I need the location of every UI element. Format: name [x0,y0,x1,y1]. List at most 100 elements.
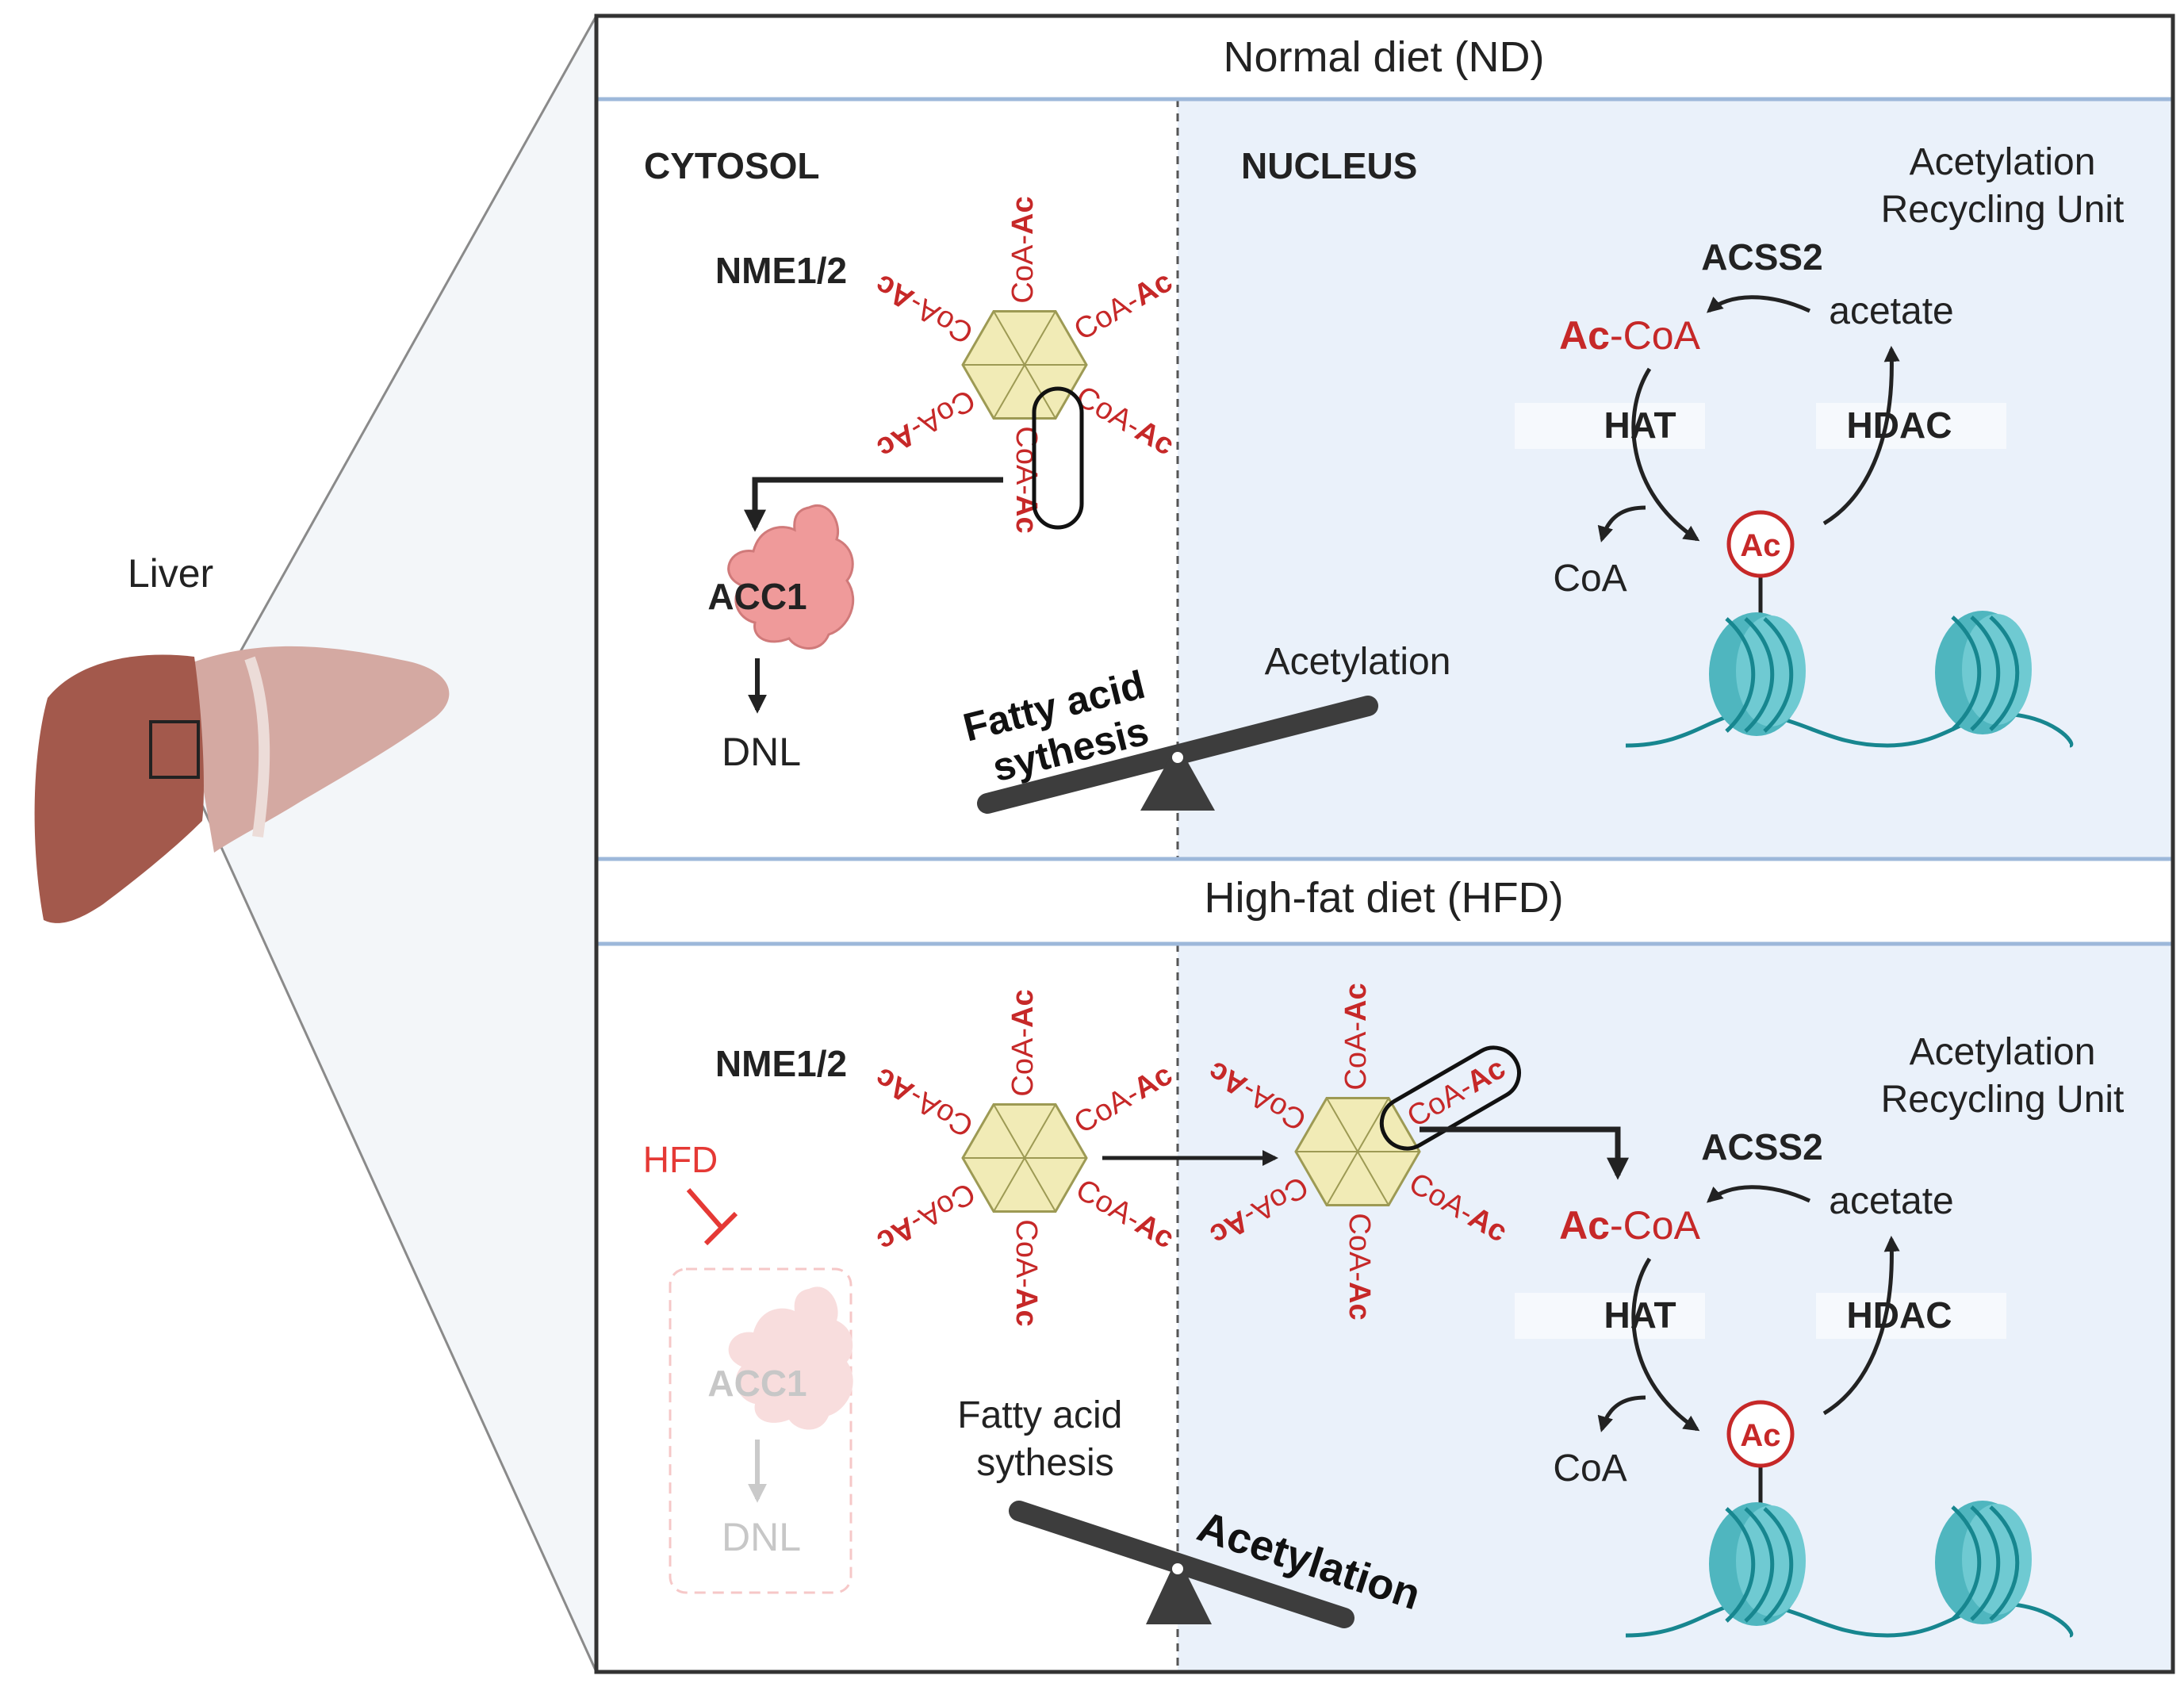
hfd-inhibitor-label: HFD [643,1139,718,1180]
ac-mark-circle [1726,1400,1795,1468]
ac-mark-circle [1726,510,1795,578]
nucleosome-dna-wrap [1951,1505,1982,1621]
nme-hexagon-spoke [993,1103,1025,1159]
ac-coa-suffix: -CoA [1610,313,1701,358]
acetate-label: acetate [1829,290,1953,332]
coa-ac-label-prefix: CoA- [1006,235,1040,304]
nme-hexagon-spoke [1357,1097,1389,1152]
dna-strand [1625,711,2074,748]
arrow-hdac-to-acetate [1822,346,1900,526]
nme-label-hfd: NME1/2 [715,1043,847,1084]
ac-mark-label: Ac [1740,1418,1780,1453]
zoom-line-top [195,15,598,730]
hat-label: HAT [1604,1294,1676,1336]
panel-title-hfd: High-fat diet (HFD) [1204,874,1563,922]
acc1-protein-nd [727,504,855,650]
nme-hexagon-spoke [993,310,1025,366]
coa-ac-label-prefix: CoA- [1010,1219,1043,1288]
seesaw-pivot-nd [1172,752,1183,763]
hfd-inhibition-arrow [686,1188,738,1246]
selected-coa-ac-pill [1379,1045,1521,1151]
nme-hexagon-spoke [993,364,1025,420]
recycling-unit-line-1: Acetylation [1910,1031,2096,1073]
seesaw-nd: Fatty acid sythesis Acetylation [959,641,1450,814]
panel-border [594,13,2175,1674]
panel-title-nd: Normal diet (ND) [1223,33,1544,81]
seesaw-left-label-hfd-line-2: sythesis [976,1442,1113,1484]
nucleosome-dna-wrap [1725,1507,1756,1623]
coa-ac-label-prefix: CoA- [1339,1022,1373,1091]
nucleosome-dna-wrap [1970,1505,2001,1621]
coa-ac-label: CoA-Ac [1010,1219,1043,1326]
coa-ac-label-suffix: Ac [1339,983,1373,1022]
coa-ac-label: CoA-Ac [871,382,980,465]
coa-ac-label-suffix: Ac [1006,196,1040,235]
nme-hexagon-spoke [1024,1103,1056,1159]
nucleosome [1709,1502,1806,1626]
nucleosome-dna-wrap [1951,615,1982,731]
seesaw-left-label-hfd-line-1: Fatty acid [957,1394,1122,1436]
nucleosome-dna-wrap [1970,615,2001,731]
nucleosome-dna-wrap [1989,1505,2020,1621]
coa-ac-label: CoA-Ac [869,1060,979,1143]
coa-ac-label-prefix: CoA- [1006,1028,1040,1097]
acc1-protein-hfd [728,1286,853,1430]
coa-label: CoA [1553,558,1627,600]
coa-ac-label-prefix: CoA- [1343,1213,1376,1282]
acetate-label: acetate [1829,1180,1953,1222]
arrow-nme-to-acoa [1420,1126,1629,1180]
acss2-label: ACSS2 [1701,1126,1822,1167]
hdac-label: HDAC [1847,1294,1952,1336]
dnl-label-hfd: DNL [722,1515,801,1559]
nme-label-nd: NME1/2 [715,250,847,291]
liver-organ-left-lobe [34,654,204,923]
dnl-label-nd: DNL [722,730,801,774]
nme-hexagon-spoke [1326,1097,1358,1152]
nucleosome-dna-wrap [1744,617,1775,733]
hdac-label-box [1816,1293,2006,1339]
coa-ac-label-prefix: CoA- [1010,426,1043,495]
coa-label: CoA [1553,1447,1627,1490]
coa-ac-label: CoA-Ac [1010,426,1043,533]
liver-label: Liver [128,551,213,596]
hdac-label-box [1816,403,2006,449]
nme-hexagon-spoke [1024,364,1056,420]
recycling-unit-line-2: Recycling Unit [1881,1079,2125,1121]
arrow-nme-to-acc1 [744,477,1003,532]
ac-coa-label: Ac-CoA [1559,313,1700,358]
seesaw-fulcrum-hfd [1146,1556,1212,1624]
acc1-inactive-frame [669,1267,853,1594]
arrow-hat-to-ac [1631,1257,1700,1432]
ac-mark-label: Ac [1740,528,1780,563]
nucleosome-dna-wrap [1763,617,1794,733]
nucleosome-dna-wrap [1989,615,2020,731]
acc1-label-nd: ACC1 [707,576,807,617]
recycling-unit-line-1: Acetylation [1910,141,2096,183]
liver-zoom-box [149,720,200,779]
arrow-hat-to-coa [1597,505,1646,543]
coa-ac-label: CoA-Ac [1006,196,1040,303]
cytosol-label: CYTOSOL [644,145,820,186]
arrow-hat-to-coa [1597,1395,1646,1432]
arrow-hdac-to-acetate [1822,1236,1900,1416]
nme-hexagon-spoke [1357,1151,1389,1206]
coa-ac-label: CoA-Ac [869,267,979,350]
coa-ac-label: CoA-Ac [1006,989,1040,1096]
arrow-acetate-to-acoa [1706,1185,1811,1203]
acc1-label-hfd: ACC1 [707,1363,807,1404]
coa-ac-label: CoA-Ac [1343,1213,1376,1320]
hat-label-box [1515,1293,1705,1339]
arrow-hat-to-ac [1631,367,1700,542]
nucleosome [1935,1501,2032,1624]
coa-ac-label: CoA-Ac [1071,1173,1180,1256]
nucleosome-dna-wrap [1725,617,1756,733]
seesaw-left-label-hfd: Fatty acid sythesis [957,1394,1132,1484]
nme-hexagon-spoke [1024,1157,1056,1213]
acc1-inactive-box: ACC1 DNL [669,1267,853,1594]
nucleus-label: NUCLEUS [1241,145,1417,186]
nme-hexagon-spoke [1024,310,1056,366]
nd-panel-content: NME1/2 CoA-AcCoA-AcCoA-AcCoA-AcCoA-AcCoA… [707,141,2124,814]
